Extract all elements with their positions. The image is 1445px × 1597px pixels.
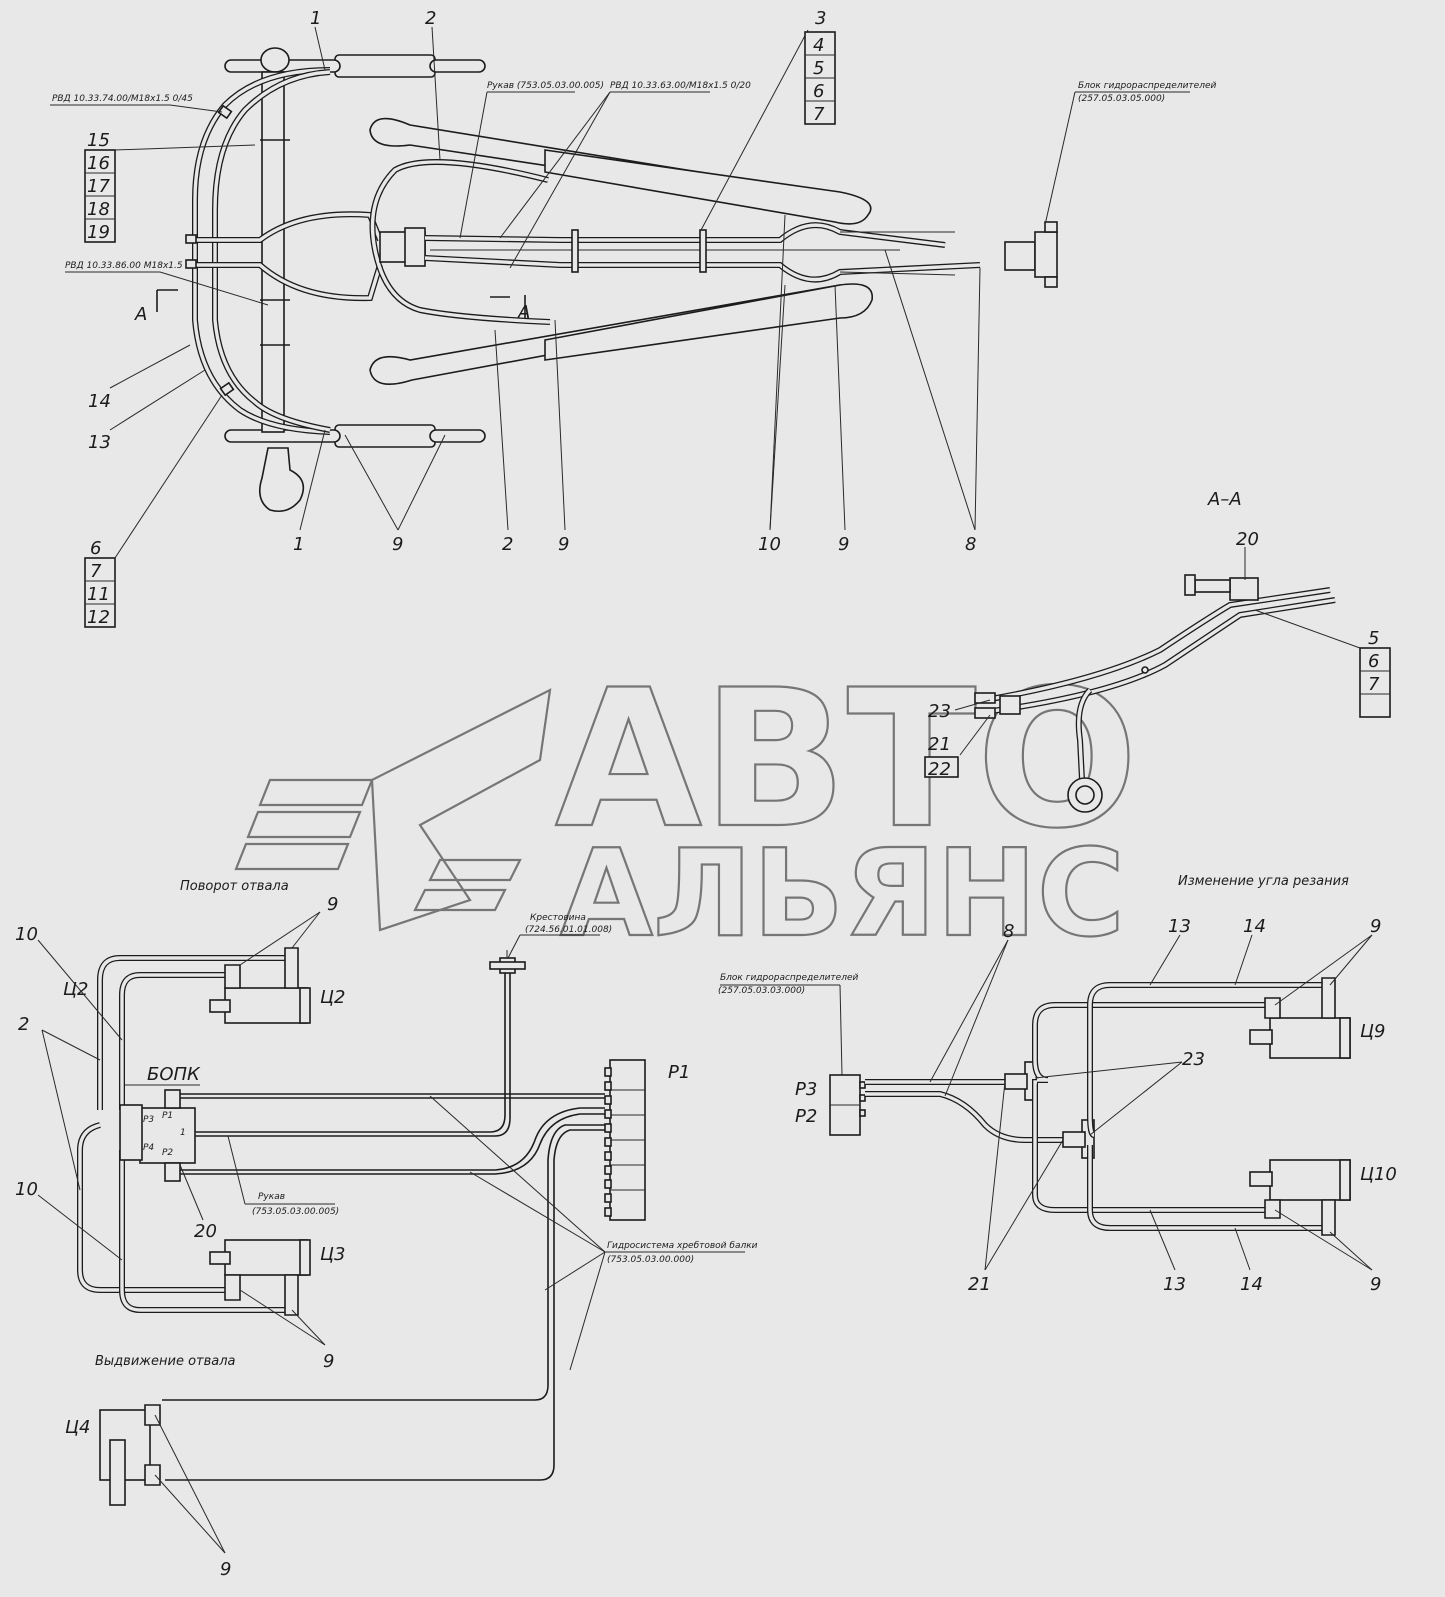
scheme-left: Поворот отвала Выдвижение отвала Р3 Р1 Р… — [15, 879, 758, 1580]
pos-2-top: 2 — [425, 8, 436, 29]
svg-text:5: 5 — [813, 58, 824, 79]
note-hose-2: РВД 10.33.86.00 М18х1.5 — [65, 261, 183, 271]
section-mark-left: А — [134, 304, 147, 325]
label-cyl-c2-side: Ц2 — [320, 987, 345, 1008]
pos-8-right: 8 — [1003, 921, 1014, 942]
crosspiece-title: Крестовина — [530, 913, 586, 923]
pos-10-left-bottom: 10 — [15, 1179, 38, 1200]
svg-text:4: 4 — [813, 35, 824, 56]
label-bopk: БОПК — [147, 1064, 201, 1085]
svg-text:5: 5 — [1368, 628, 1379, 649]
pos-14-right-top: 14 — [1243, 916, 1266, 937]
label-valve-p1: Р1 — [668, 1062, 690, 1083]
note-block-title: Блок гидрораспределителей — [1078, 81, 1216, 91]
pos-13: 13 — [88, 432, 111, 453]
pos-9-right-bottom: 9 — [1370, 1274, 1381, 1295]
pos-9-right-top: 9 — [1370, 916, 1381, 937]
pos-9-bottom-a: 9 — [392, 534, 403, 555]
right-block-code: (257.05.03.03.000) — [718, 986, 805, 996]
svg-text:15: 15 — [87, 130, 110, 151]
hydro-code: (753.05.03.00.000) — [607, 1255, 694, 1265]
svg-text:17: 17 — [87, 176, 110, 197]
label-cyl-c9: Ц9 — [1360, 1021, 1385, 1042]
section-mark-right: А — [517, 302, 530, 323]
svg-text:7: 7 — [813, 104, 825, 125]
pos-21-section: 21 — [928, 734, 951, 755]
callout-stack-6-12: 6 7 11 12 — [84, 394, 223, 628]
right-port-p2: Р2 — [795, 1106, 817, 1127]
pos-9-left-top: 9 — [327, 894, 338, 915]
sleeve-code: (753.05.03.00.005) — [252, 1207, 339, 1217]
svg-text:12: 12 — [87, 607, 110, 628]
svg-text:19: 19 — [87, 222, 110, 243]
svg-text:18: 18 — [87, 199, 110, 220]
pos-2-bottom: 2 — [502, 534, 513, 555]
pos-3-top: 3 — [815, 8, 826, 29]
section-aa-title: А–А — [1207, 489, 1242, 510]
top-view-annotations: РВД 10.33.74.00/М18х1.5 0/45 РВД 10.33.8… — [50, 8, 1216, 628]
pos-23-right: 23 — [1182, 1049, 1205, 1070]
pos-1-bottom: 1 — [293, 534, 304, 555]
note-sleeve: Рукав (753.05.03.00.005) — [487, 81, 604, 91]
hydro-title: Гидросистема хребтовой балки — [607, 1241, 758, 1251]
label-cyl-c10: Ц10 — [1360, 1164, 1397, 1185]
section-aa-view: А–А 20 23 21 22 5 6 7 — [924, 489, 1391, 813]
svg-text:16: 16 — [87, 153, 110, 174]
svg-text:7: 7 — [90, 561, 102, 582]
right-port-p3: Р3 — [795, 1079, 817, 1100]
sleeve-title: Рукав — [258, 1192, 285, 1202]
callout-stack-15-19: 15 16 17 18 19 — [84, 130, 256, 243]
pos-2-left: 2 — [18, 1014, 29, 1035]
valve-bank-p1: Р1 — [604, 1059, 690, 1221]
label-cyl-c2: Ц2 — [63, 979, 88, 1000]
pos-8: 8 — [965, 534, 976, 555]
pos-13-right-bottom: 13 — [1163, 1274, 1186, 1295]
title-cutting-angle: Изменение угла резания — [1178, 874, 1349, 889]
pos-14-right-bottom: 14 — [1240, 1274, 1263, 1295]
title-blade-extend: Выдвижение отвала — [95, 1354, 236, 1369]
port-p3: Р3 — [143, 1115, 154, 1125]
callout-stack-3-7: 4 5 6 7 — [804, 31, 836, 125]
svg-text:7: 7 — [1368, 674, 1380, 695]
note-hose-1: РВД 10.33.74.00/М18х1.5 0/45 — [52, 94, 193, 104]
label-cyl-c3: Ц3 — [320, 1244, 345, 1265]
pos-10: 10 — [758, 534, 781, 555]
pos-23-section: 23 — [928, 701, 951, 722]
pos-22-section: 22 — [928, 759, 951, 780]
callout-stack-5-7-section: 5 6 7 — [1359, 628, 1391, 718]
port-p2: Р2 — [162, 1148, 173, 1158]
port-p4: Р4 — [143, 1143, 154, 1153]
label-cyl-c4: Ц4 — [65, 1417, 90, 1438]
pos-1-top: 1 — [310, 8, 321, 29]
crosspiece-code: (724.56.01.01.008) — [525, 925, 612, 935]
pos-20-section: 20 — [1236, 529, 1259, 550]
pos-9-bottom-b: 9 — [558, 534, 569, 555]
pos-21-right: 21 — [968, 1274, 991, 1295]
port-p1: Р1 — [162, 1111, 173, 1121]
watermark-logo: АВТО АЛЬЯНС — [234, 648, 1139, 965]
pos-14: 14 — [88, 391, 111, 412]
pos-10-left-top: 10 — [15, 924, 38, 945]
top-view-assembly — [156, 47, 1058, 513]
svg-text:6: 6 — [1368, 651, 1379, 672]
svg-text:6: 6 — [90, 538, 101, 559]
pos-9-left-bottom: 9 — [323, 1351, 334, 1372]
svg-text:11: 11 — [87, 584, 110, 605]
note-block-code: (257.05.03.05.000) — [1078, 94, 1165, 104]
watermark-line1: АВТО — [555, 649, 1138, 870]
pos-9-bottom-c: 9 — [838, 534, 849, 555]
pos-13-right-top: 13 — [1168, 916, 1191, 937]
note-hose-3: РВД 10.33.63.00/М18х1.5 0/20 — [610, 81, 751, 91]
port-1: 1 — [180, 1128, 186, 1138]
right-block-title: Блок гидрораспределителей — [720, 973, 858, 983]
title-blade-turn: Поворот отвала — [180, 879, 289, 894]
watermark-line2: АЛЬЯНС — [560, 825, 1125, 964]
scheme-right: Изменение угла резания Блок гидрораспред… — [718, 874, 1397, 1295]
pos-9-c4: 9 — [220, 1559, 231, 1580]
svg-text:6: 6 — [813, 81, 824, 102]
pos-20-left: 20 — [194, 1221, 217, 1242]
